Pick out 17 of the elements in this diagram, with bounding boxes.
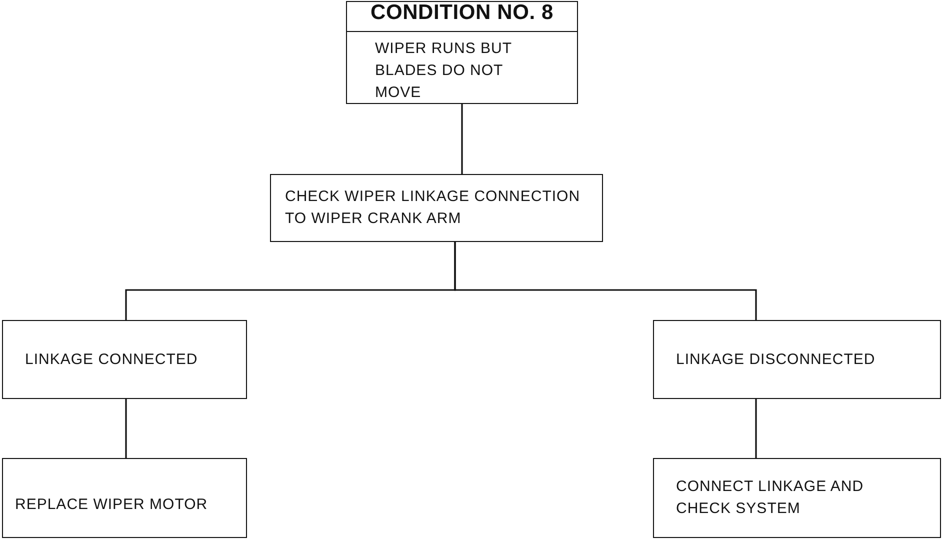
connector-line [125,399,127,458]
process-box [2,458,247,538]
connector-line [454,242,757,320]
box-text: LINKAGE CONNECTED [25,350,199,370]
heading: CONDITION NO. 8 [347,0,577,32]
connector-line [755,399,757,458]
process-box [653,458,941,538]
process-box [270,174,603,242]
box-text: REPLACE WIPER MOTOR [15,495,209,516]
box-text: CONNECT LINKAGE AND CHECK SYSTEM [676,477,865,519]
process-box [653,320,941,399]
box-text: WIPER RUNS BUT BLADES DO NOT MOVE [374,39,513,103]
box-text: LINKAGE DISCONNECTED [676,350,876,370]
box-text: CHECK WIPER LINKAGE CONNECTION TO WIPER CRANK ARM [285,187,582,229]
connector-line [461,104,463,174]
process-box [346,1,578,104]
process-box [2,320,247,399]
